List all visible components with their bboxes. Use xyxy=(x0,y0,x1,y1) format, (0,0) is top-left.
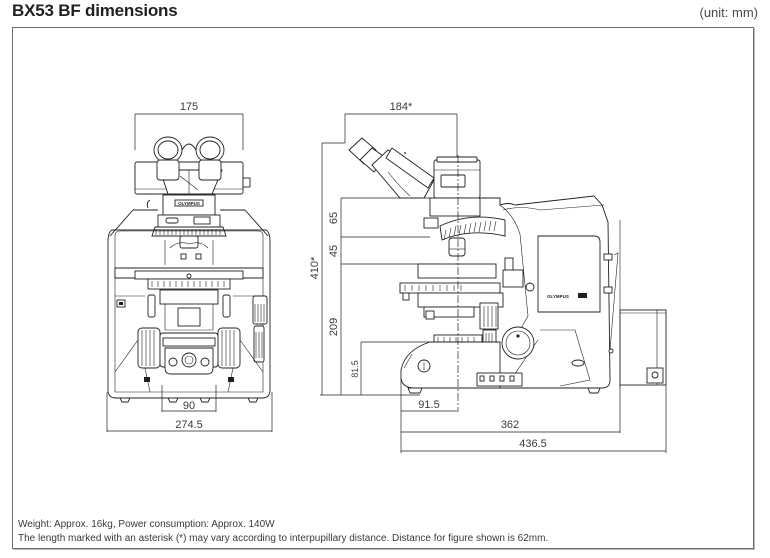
dim-front-to-axis: 91.5 xyxy=(400,378,457,453)
revolver: OLYMPUS xyxy=(151,194,227,249)
dim-label-184: 184* xyxy=(390,101,413,113)
side-nosepiece xyxy=(423,197,506,257)
front-brand-label: OLYMPUS xyxy=(178,201,200,206)
dim-label-91-5: 91.5 xyxy=(418,399,439,411)
dim-eyepiece-width: 175 xyxy=(134,101,244,150)
side-rear-box xyxy=(619,309,667,386)
dim-label-410: 410* xyxy=(309,256,321,279)
dim-eyepiece-depth: 184* xyxy=(344,101,458,160)
side-base xyxy=(400,334,601,394)
side-brand-label: OLYMPUS xyxy=(547,294,569,299)
dim-label-362: 362 xyxy=(501,419,519,431)
dim-label-81-5: 81.5 xyxy=(350,360,360,378)
dim-label-436-5: 436.5 xyxy=(519,438,547,450)
dim-label-274-5: 274.5 xyxy=(175,419,203,431)
dim-overall-width: 274.5 xyxy=(106,392,273,432)
side-view: 184* 410* 65 45 209 81.5 xyxy=(309,101,667,453)
specs-note: Weight: Approx. 16kg, Power consumption:… xyxy=(18,519,275,530)
side-stage xyxy=(399,257,535,360)
dim-label-209: 209 xyxy=(328,318,340,336)
front-view: 175 OLYMPUS xyxy=(106,101,273,432)
unit-label: (unit: mm) xyxy=(699,5,759,20)
asterisk-note: The length marked with an asterisk (*) m… xyxy=(18,533,549,544)
dim-label-65: 65 xyxy=(328,212,340,224)
front-frame xyxy=(107,199,271,403)
dim-label-90: 90 xyxy=(183,400,195,412)
page-title: BX53 BF dimensions xyxy=(12,1,178,20)
binocular-head xyxy=(134,136,251,195)
dim-body-depth: 362 xyxy=(401,385,621,433)
dim-label-45: 45 xyxy=(328,245,340,257)
dim-base-foot-width: 90 xyxy=(161,385,217,412)
dim-overall-depth: 436.5 xyxy=(401,385,667,453)
side-binocular-head xyxy=(348,137,481,199)
side-arm: OLYMPUS xyxy=(430,195,621,389)
dim-label-175: 175 xyxy=(180,101,198,113)
